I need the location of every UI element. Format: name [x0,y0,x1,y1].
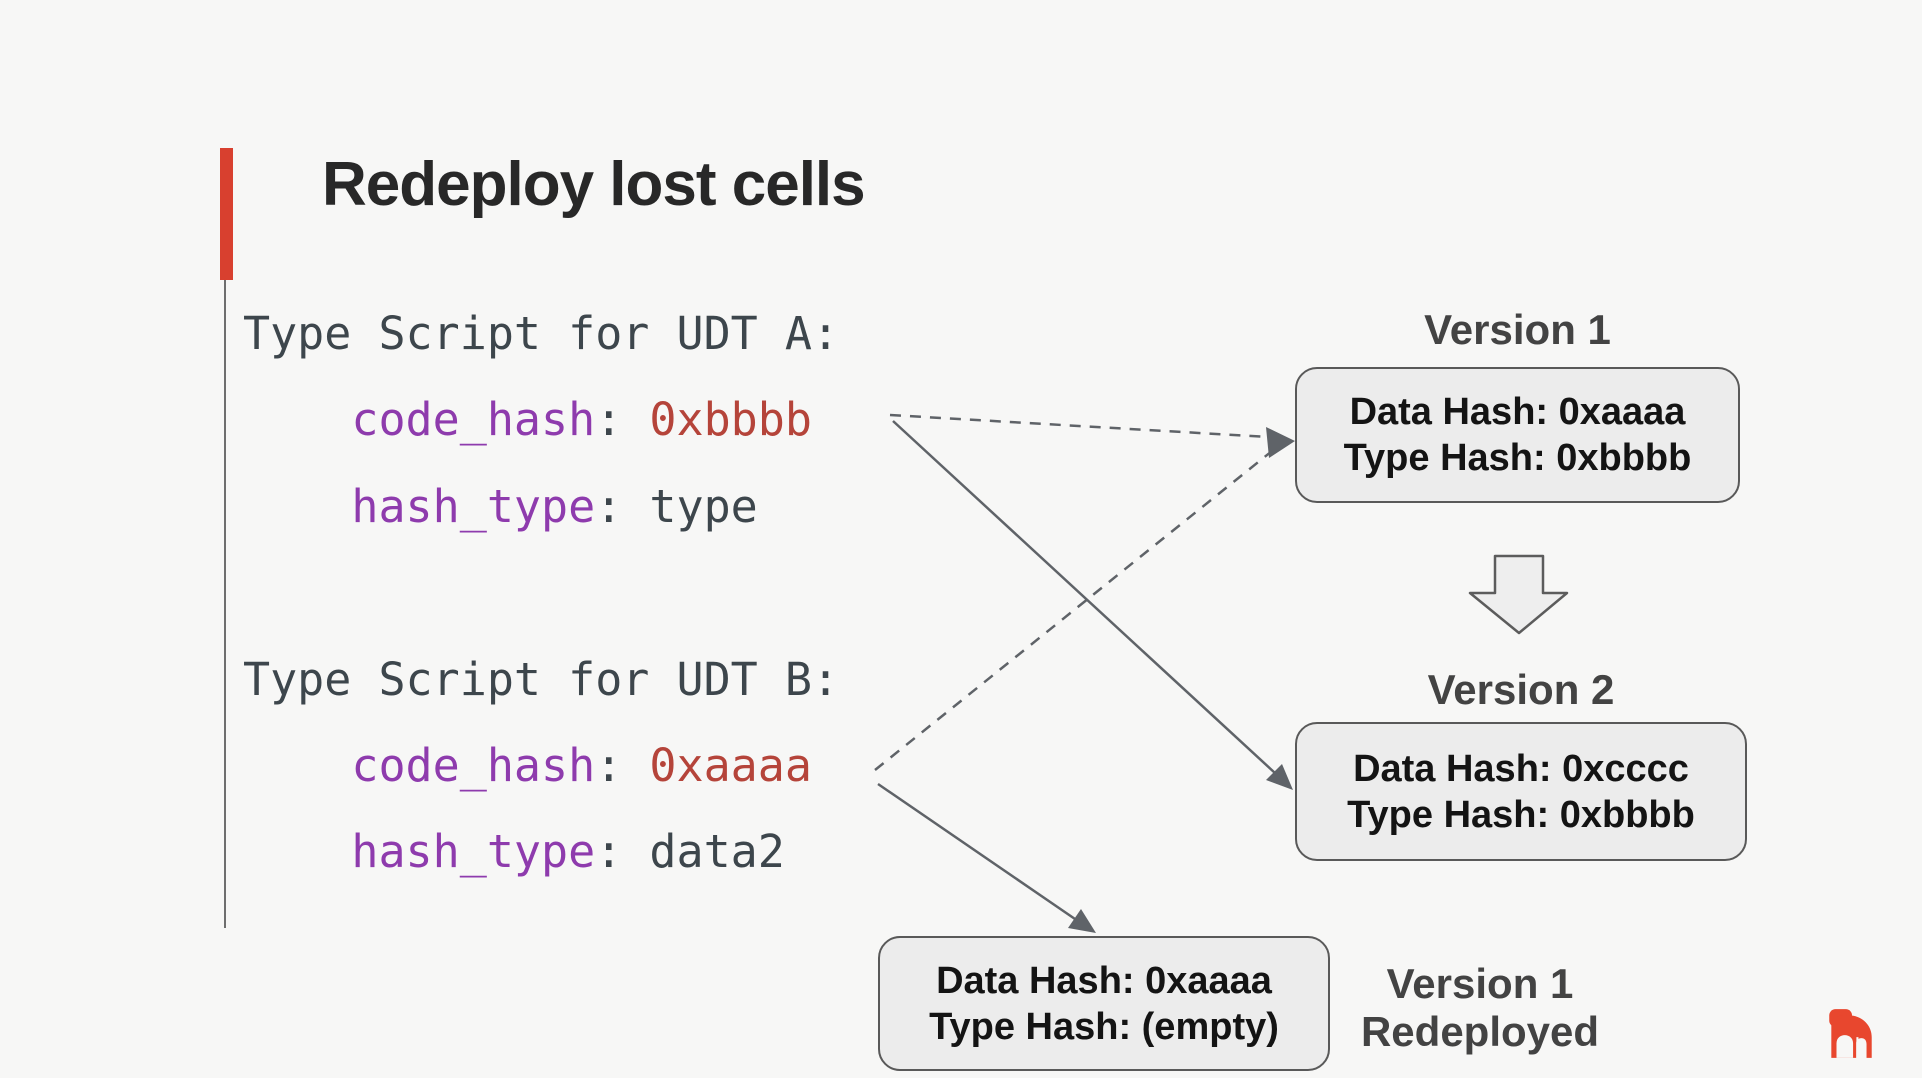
solid-arrow-a-to-v2 [892,420,1276,774]
gorilla-arch-cutout [1836,1035,1854,1058]
left-guide-line [224,280,226,928]
redeployed-type-hash: Type Hash: (empty) [929,1005,1279,1048]
arrow-down-icon [1468,554,1569,635]
version2-box: Data Hash: 0xcccc Type Hash: 0xbbbb [1295,722,1747,861]
redeployed-box: Data Hash: 0xaaaa Type Hash: (empty) [878,936,1330,1071]
title-accent-bar [220,148,233,280]
arrowhead-v1 [1266,427,1295,458]
dashed-arrow-a-to-v1 [889,413,1269,439]
dashed-arrow-b-to-v1 [874,450,1273,771]
version1-label: Version 1 [1424,306,1611,353]
gorilla-icon [1829,1009,1872,1058]
redeployed-data-hash: Data Hash: 0xaaaa [936,959,1272,1002]
version1-data-hash: Data Hash: 0xaaaa [1349,391,1686,433]
redeployed-label: Version 1 Redeployed [1350,960,1610,1056]
type-script-code-block: Type Script for UDT A: code_hash: 0xbbbb… [243,307,840,879]
redeployed-label-line1: Version 1 [1386,960,1574,1007]
arrowhead-redeployed [1068,909,1096,933]
version2-label: Version 2 [1427,666,1615,713]
version2-data-hash: Data Hash: 0xcccc [1353,747,1689,790]
version1-box: Data Hash: 0xaaaa Type Hash: 0xbbbb [1295,367,1740,503]
arrowhead-v2 [1266,764,1293,790]
version1-type-hash: Type Hash: 0xbbbb [1343,437,1692,479]
version2-type-hash: Type Hash: 0xbbbb [1347,793,1695,836]
gorilla-leg-gap [1856,1037,1859,1058]
solid-arrow-b-to-redeployed [877,782,1076,921]
redeployed-label-line2: Redeployed [1360,1008,1600,1055]
page-title: Redeploy lost cells [322,150,866,219]
